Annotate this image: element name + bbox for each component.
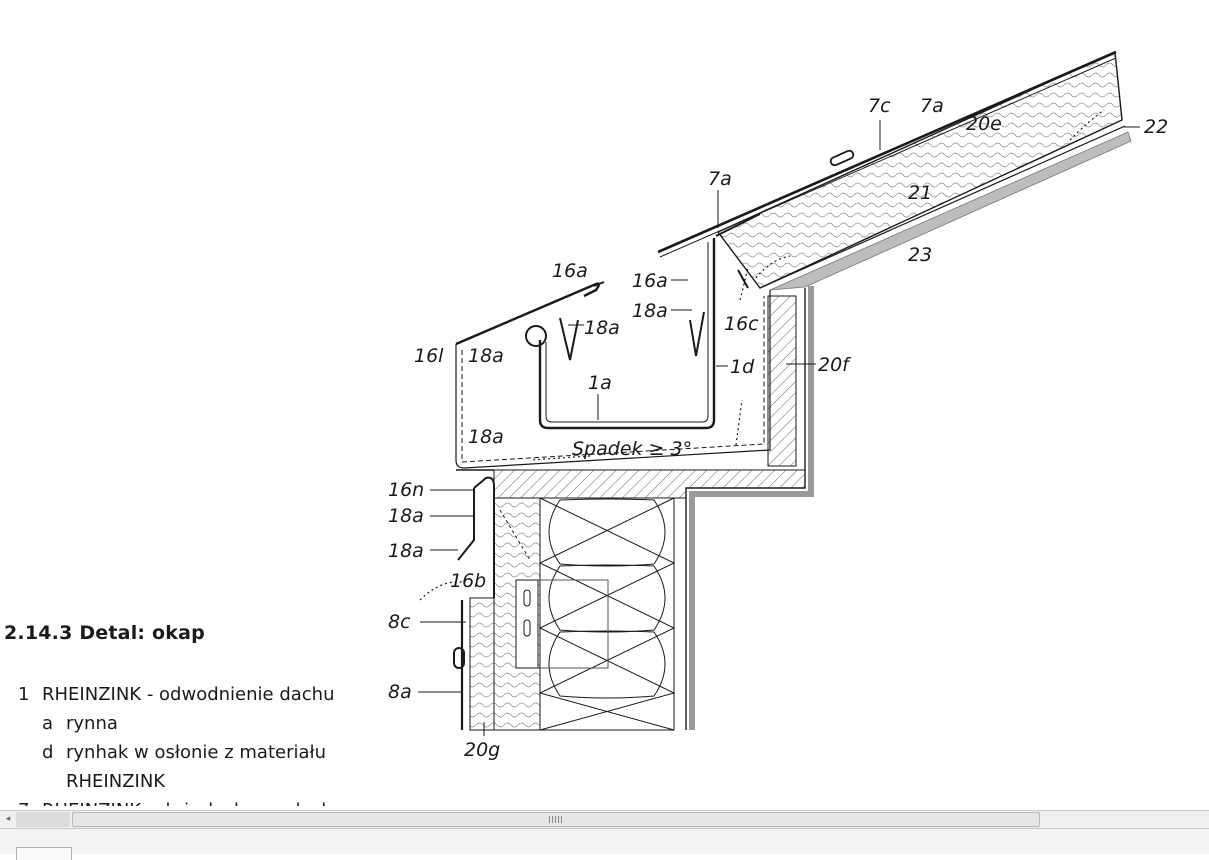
- label-1a: 1a: [588, 372, 612, 394]
- scroll-grip-icon: [549, 816, 563, 823]
- legend-text: RHEINZINK - odwodnienie dachu: [42, 684, 335, 705]
- label-21: 21: [908, 182, 932, 204]
- label-22: 22: [1144, 116, 1168, 138]
- fascia-timber: [469, 497, 609, 731]
- legend-item-1a: a rynna: [18, 709, 378, 738]
- legend-text: RHEINZINK - duża łuska na dachu: [42, 796, 378, 806]
- label-16l: 16l: [414, 345, 444, 367]
- label-18a-upper: 18a: [468, 345, 504, 367]
- label-1d: 1d: [730, 356, 755, 378]
- scroll-track[interactable]: [16, 812, 70, 827]
- label-7c: 7c: [868, 95, 891, 117]
- label-20f: 20f: [818, 354, 852, 376]
- legend-key: 7: [18, 796, 42, 806]
- overhang-cover: [455, 282, 771, 471]
- legend-key: a: [42, 713, 54, 734]
- legend-text: rynhak w osłonie z materiału RHEINZINK: [66, 742, 327, 792]
- legend-key: d: [42, 742, 54, 763]
- legend-item-7: 7 RHEINZINK - duża łuska na dachu: [18, 796, 378, 806]
- label-7a-top: 7a: [920, 95, 944, 117]
- legend-text: rynna: [66, 713, 118, 734]
- legend-item-1: 1 RHEINZINK - odwodnienie dachu: [18, 680, 378, 709]
- roof-sheet: [657, 50, 1117, 258]
- gutter: [525, 213, 761, 430]
- callouts: 7c 7a 20e 22 7a 21 23 16a 16a 18a 18a 16…: [388, 95, 1168, 761]
- label-18a-hook: 18a: [584, 317, 620, 339]
- insulation: [538, 497, 676, 731]
- eaves-detail-drawing: 7c 7a 20e 22 7a 21 23 16a 16a 18a 18a 16…: [388, 50, 1168, 761]
- label-16a-right: 16a: [632, 270, 668, 292]
- label-8c: 8c: [388, 611, 411, 633]
- label-16b: 16b: [450, 570, 486, 592]
- scroll-thumb[interactable]: [72, 812, 1040, 827]
- leader-lines: [418, 120, 1140, 736]
- label-spadek: Spadek ≥ 3°: [572, 438, 692, 460]
- label-16a-left: 16a: [552, 260, 588, 282]
- label-18a-right: 18a: [632, 300, 668, 322]
- label-7a-mid: 7a: [708, 168, 732, 190]
- label-18a-lower: 18a: [468, 426, 504, 448]
- label-23: 23: [908, 244, 932, 266]
- label-18a-fascia1: 18a: [388, 505, 424, 527]
- legend: 1 RHEINZINK - odwodnienie dachu a rynna …: [18, 680, 378, 806]
- horizontal-scrollbar[interactable]: ◂: [0, 810, 1209, 829]
- legend-item-1d: d rynhak w osłonie z materiału RHEINZINK: [18, 738, 378, 796]
- airflow-arrows: [419, 109, 1105, 601]
- section-heading: 2.14.3 Detal: okap: [4, 622, 205, 644]
- underlay-band: [769, 131, 1132, 291]
- legend-key: 1: [18, 684, 30, 705]
- label-8a: 8a: [388, 681, 412, 703]
- label-16n: 16n: [388, 479, 424, 501]
- label-20e: 20e: [966, 113, 1002, 135]
- scroll-left-arrow-icon[interactable]: ◂: [5, 814, 11, 824]
- status-bar: [0, 829, 1209, 860]
- label-16c: 16c: [724, 313, 759, 335]
- label-18a-fascia2: 18a: [388, 540, 424, 562]
- wall-structure: [493, 286, 814, 730]
- roof-rafter: [716, 50, 1126, 289]
- label-20g: 20g: [464, 739, 500, 761]
